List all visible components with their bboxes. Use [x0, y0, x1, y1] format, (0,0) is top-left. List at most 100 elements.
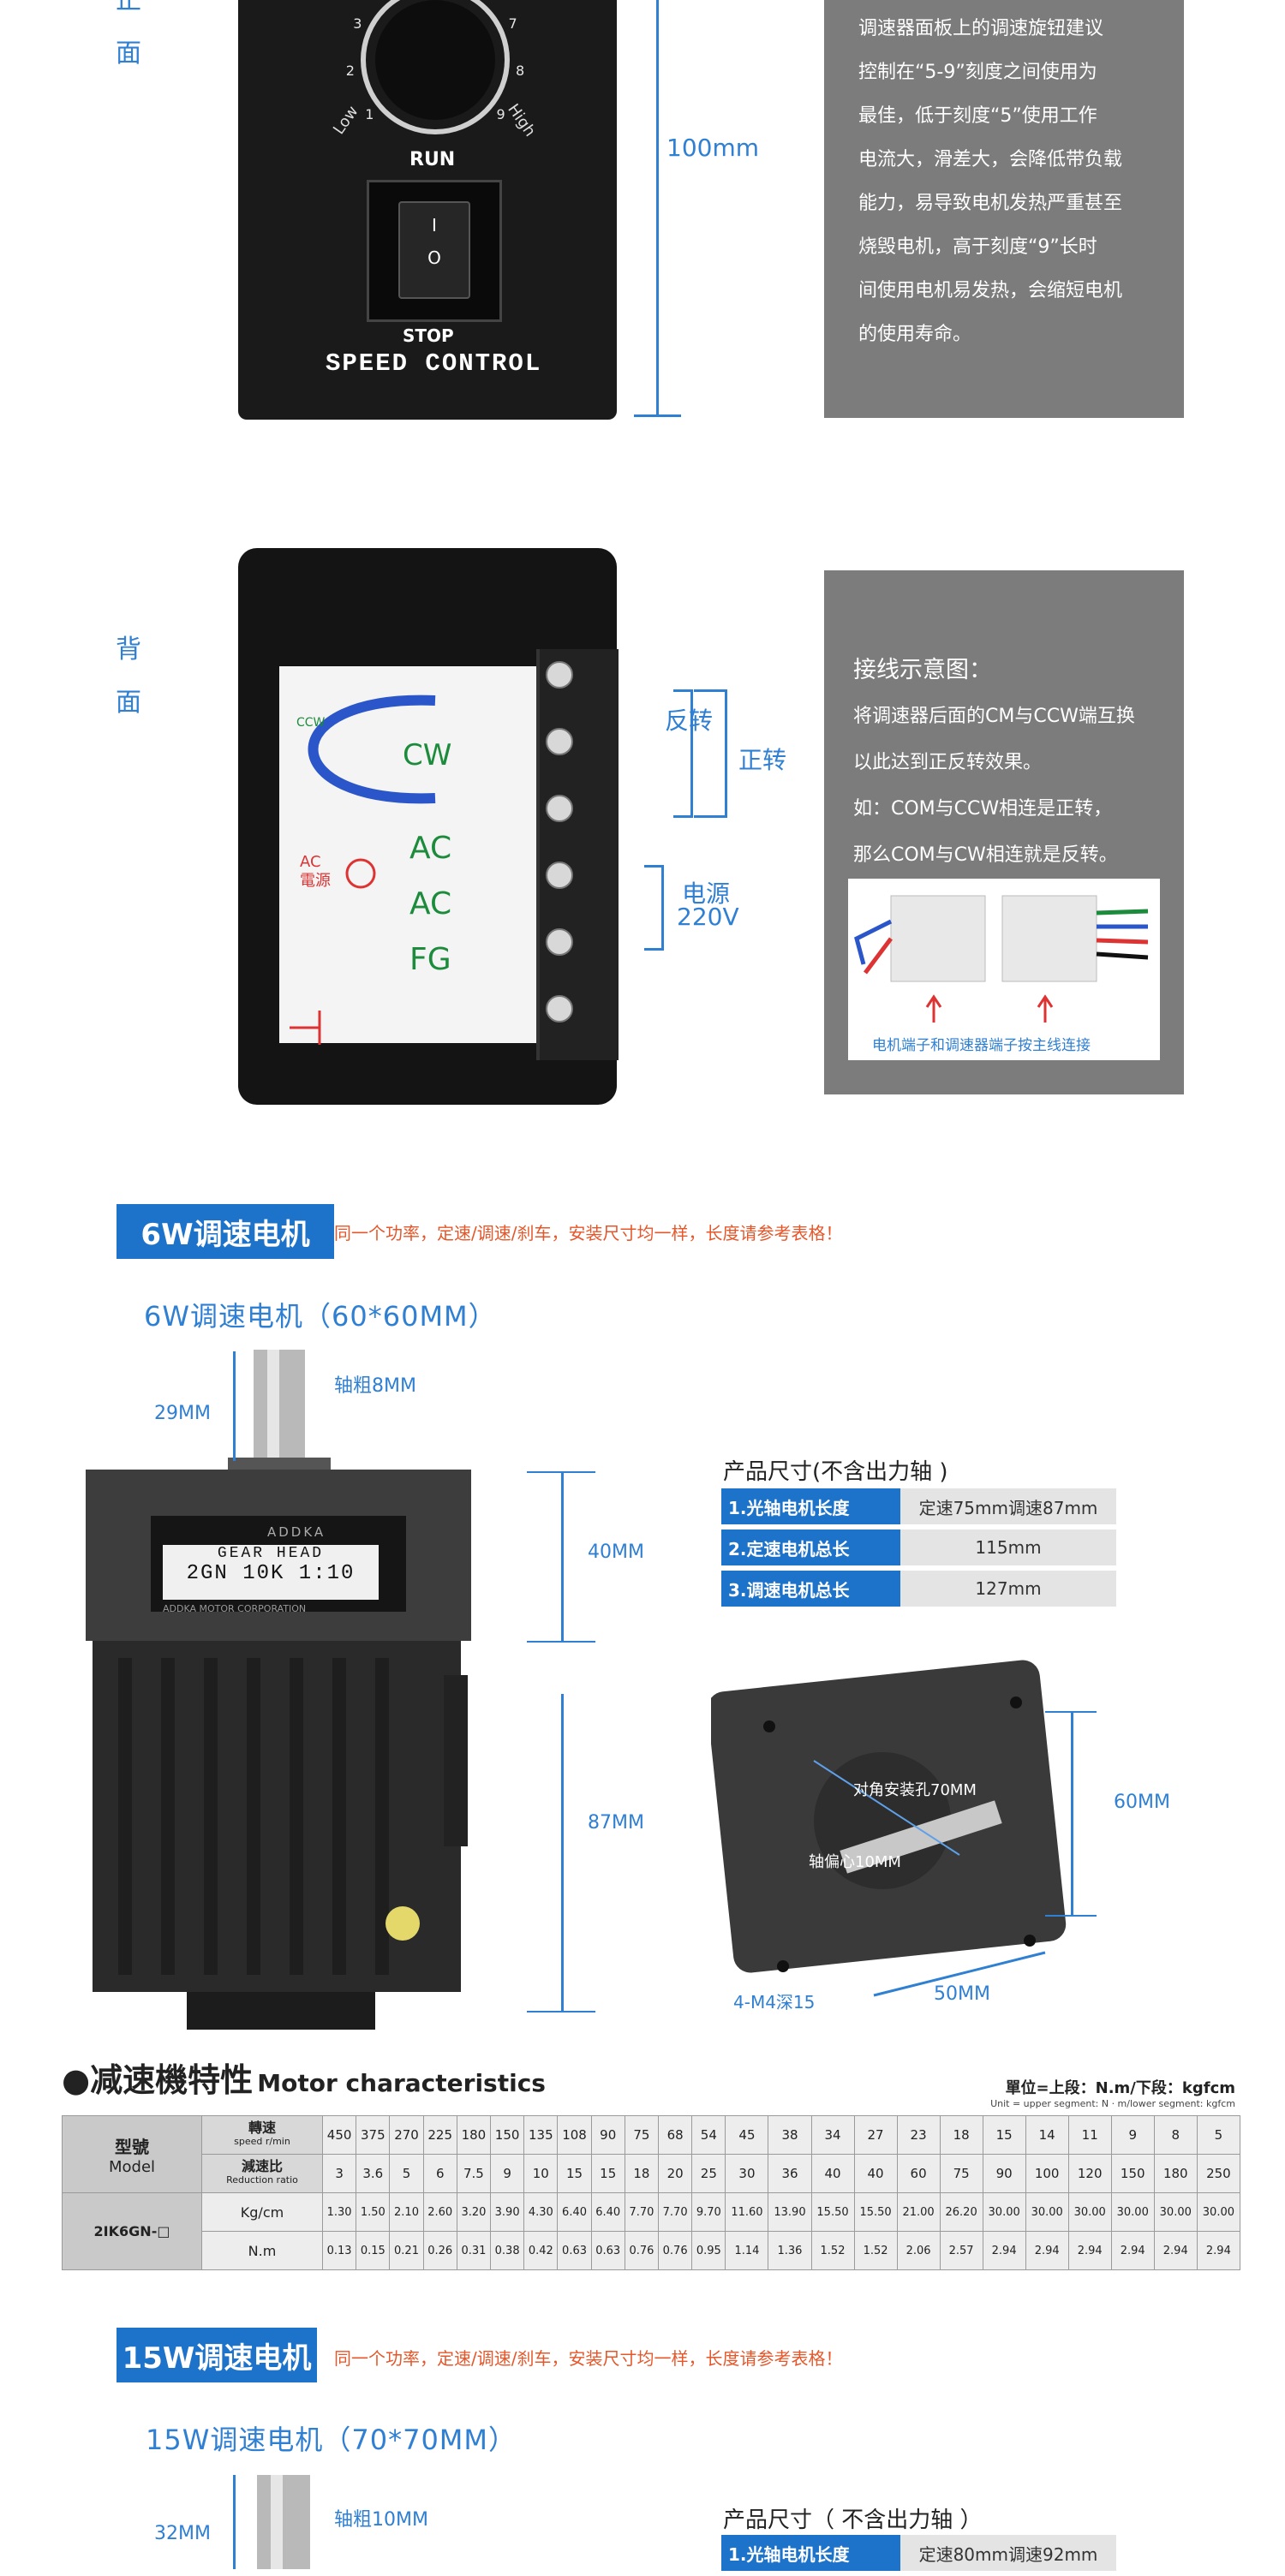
mc-model-header: 型號 Model [62, 2115, 202, 2193]
switch-off-mark: O [427, 247, 441, 268]
mc-cell-nm: 0.26 [422, 2231, 457, 2270]
motor-label-brand: ADDKA [267, 1524, 326, 1540]
section-6w-note: 同一个功率，定速/调速/刹车，安装尺寸均一样，长度请参考表格！ [334, 1223, 843, 1243]
wiring-title: 接线示意图： [853, 657, 992, 683]
front-panel: 123456789 Low High RUN I O STOP SPEED CO… [238, 0, 617, 420]
mc-cell-ratios: 15 [590, 2154, 625, 2193]
power-switch[interactable]: I O [367, 180, 502, 322]
mc-nm-label: N.m [201, 2231, 323, 2270]
mc-cell-kg: 6.40 [557, 2192, 592, 2232]
mc-cell-kg: 30.00 [1025, 2192, 1069, 2232]
spec-value: 定速75mm调速87mm [900, 1488, 1116, 1524]
section-15w-subtitle: 15W调速电机（70*70MM） [146, 2424, 517, 2456]
mc-cell-speeds: 90 [590, 2115, 625, 2155]
terminal-ac1-label: AC [409, 831, 452, 866]
mc-cell-kg: 11.60 [725, 2192, 769, 2232]
mc-cell-speeds: 34 [810, 2115, 855, 2155]
speed-knob [361, 0, 510, 134]
mc-cell-kg: 4.30 [523, 2192, 559, 2232]
spec-key: 2.定速电机总长 [721, 1530, 900, 1565]
mc-cell-ratios: 40 [810, 2154, 855, 2193]
motor-label-corp: ADDKA MOTOR CORPORATION [163, 1603, 307, 1614]
mc-cell-speeds: 135 [523, 2115, 559, 2155]
shaft-15w-length-label: 32MM [154, 2523, 211, 2544]
mc-cell-kg: 7.70 [658, 2192, 693, 2232]
face-size-label: 60MM [1114, 1792, 1170, 1813]
hole-diagonal-label: 对角安装孔70MM [853, 1781, 977, 1799]
mc-cell-nm: 2.94 [1196, 2231, 1241, 2270]
mc-cell-speeds: 5 [1196, 2115, 1241, 2155]
mc-cell-nm: 1.52 [810, 2231, 855, 2270]
section-15w-note: 同一个功率，定速/调速/刹车，安装尺寸均一样，长度请参考表格！ [334, 2348, 843, 2369]
width-dim-label: 50MM [934, 1983, 990, 2005]
mc-cell-nm: 0.76 [624, 2231, 660, 2270]
mc-cell-speeds: 270 [389, 2115, 424, 2155]
ac-power-label: AC 電源 [300, 853, 331, 890]
mc-cell-nm: 0.15 [356, 2231, 391, 2270]
motor-15w-drawing [257, 2475, 310, 2569]
terminal-ccw-label: CCW [296, 716, 326, 730]
wiring-info-box: 接线示意图： 将调速器后面的CM与CCW端互换以此达到正反转效果。如：COM与C… [824, 570, 1184, 1094]
mc-cell-speeds: 15 [982, 2115, 1026, 2155]
mc-cell-speeds: 14 [1025, 2115, 1069, 2155]
mc-cell-nm: 2.06 [896, 2231, 941, 2270]
spec-key: 1.光轴电机长度 [721, 1488, 900, 1524]
mc-ratio-header: 減速比 Reduction ratio [201, 2154, 323, 2193]
mc-cell-kg: 3.90 [490, 2192, 525, 2232]
mc-cell-kg: 1.30 [321, 2192, 357, 2232]
mc-cell-ratios: 9 [490, 2154, 525, 2193]
mc-cell-speeds: 225 [422, 2115, 457, 2155]
mc-cell-kg: 9.70 [691, 2192, 726, 2232]
mc-cell-speeds: 108 [557, 2115, 592, 2155]
mc-cell-ratios: 7.5 [456, 2154, 492, 2193]
mc-cell-kg: 30.00 [1196, 2192, 1241, 2232]
mc-cell-ratios: 30 [725, 2154, 769, 2193]
mc-cell-kg: 15.50 [853, 2192, 898, 2232]
spec-key: 3.调速电机总长 [721, 1571, 900, 1607]
mc-cell-nm: 2.94 [1153, 2231, 1198, 2270]
section-15w-header: 15W调速电机 [117, 2328, 317, 2382]
mc-cell-nm: 0.13 [321, 2231, 357, 2270]
wiring-diagram: 电机端子和调速器端子按主线连接 [848, 879, 1160, 1060]
spec-15w-title: 产品尺寸（ 不含出力轴 ） [723, 2507, 983, 2533]
mc-cell-speeds: 27 [853, 2115, 898, 2155]
forward-label: 正转 [738, 746, 787, 774]
advice-line: 烧毁电机，高于刻度“9”长时 [858, 236, 1097, 258]
spec-15w-table: 1.光轴电机长度定速80mm调速92mm [721, 2530, 1116, 2576]
mc-cell-nm: 1.36 [768, 2231, 812, 2270]
mc-cell-ratios: 20 [658, 2154, 693, 2193]
back-side-label: 背 面 [116, 635, 141, 718]
shaft-offset-label: 轴偏心10MM [809, 1853, 901, 1871]
mc-cell-ratios: 150 [1110, 2154, 1155, 2193]
mc-cell-ratios: 180 [1153, 2154, 1198, 2193]
mc-cell-nm: 0.31 [456, 2231, 492, 2270]
mc-cell-nm: 0.21 [389, 2231, 424, 2270]
mc-cell-kg: 15.50 [810, 2192, 855, 2232]
advice-line: 电流大，滑差大，会降低带负载 [858, 149, 1123, 170]
terminal-fg-label: FG [409, 942, 451, 977]
mc-cell-speeds: 11 [1067, 2115, 1112, 2155]
mc-cell-kg: 26.20 [939, 2192, 983, 2232]
mc-cell-ratios: 25 [691, 2154, 726, 2193]
motor-6w-drawing [86, 1350, 471, 2030]
run-label: RUN [409, 149, 456, 170]
wiring-caption: 电机端子和调速器端子按主线连接 [872, 1037, 1091, 1054]
mc-title: ●减速機特性 Motor characteristics [62, 2061, 546, 2099]
jumper-wire [290, 661, 573, 1045]
mc-cell-nm: 0.42 [523, 2231, 559, 2270]
advice-line: 调速器面板上的调速旋钮建议 [858, 18, 1104, 39]
mc-cell-kg: 30.00 [1153, 2192, 1198, 2232]
mc-cell-speeds: 9 [1110, 2115, 1155, 2155]
mc-cell-kg: 21.00 [896, 2192, 941, 2232]
mc-cell-speeds: 45 [725, 2115, 769, 2155]
mc-cell-nm: 1.14 [725, 2231, 769, 2270]
spec-key: 1.光轴电机长度 [721, 2535, 900, 2571]
mc-cell-nm: 2.94 [1025, 2231, 1069, 2270]
mc-cell-kg: 2.10 [389, 2192, 424, 2232]
mc-cell-nm: 0.95 [691, 2231, 726, 2270]
advice-line: 间使用电机易发热，会缩短电机 [858, 280, 1123, 301]
mc-kg-label: Kg/cm [201, 2192, 323, 2232]
wiring-line: 如：COM与CCW相连是正转， [853, 798, 1113, 820]
shaft-length-label: 29MM [154, 1403, 211, 1424]
